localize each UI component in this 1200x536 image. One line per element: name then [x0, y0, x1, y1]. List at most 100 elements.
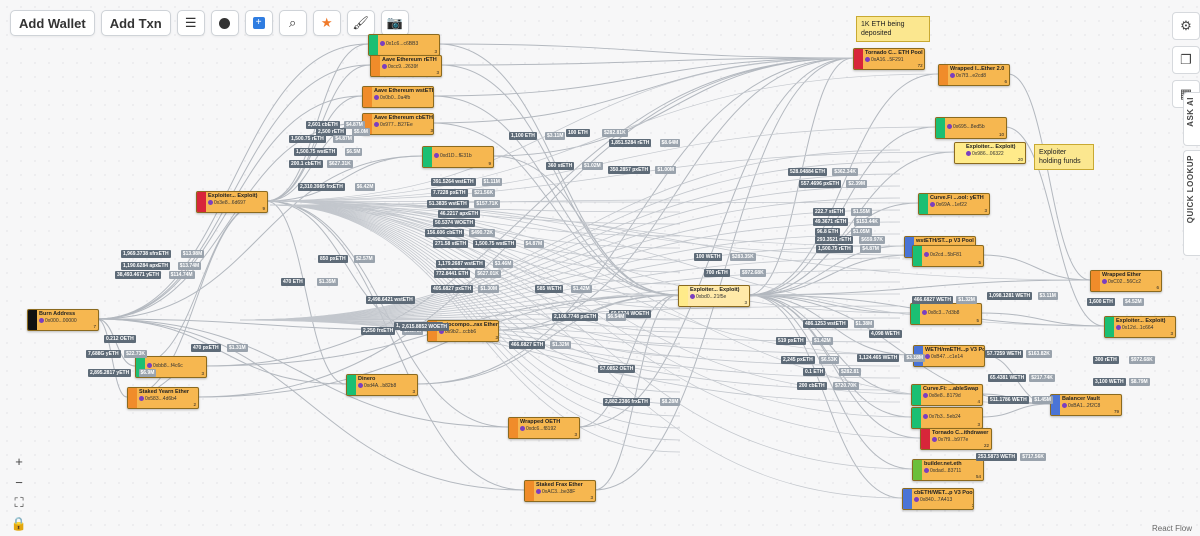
copy-icon[interactable]: ❐	[1172, 46, 1200, 74]
toolbar: Add Wallet Add Txn ☰ + ⌕ ★ 🖌 📷	[10, 10, 409, 36]
edge-value-label: $659.97K	[859, 236, 885, 244]
settings-icon[interactable]: ⚙	[1172, 12, 1200, 40]
camera-icon[interactable]: 📷	[380, 10, 409, 36]
graph-edge	[980, 403, 1051, 418]
edge-amount-label: 0.212 OETH	[104, 335, 136, 343]
edge-value-label: $5.0M	[352, 128, 370, 136]
graph-edge	[747, 279, 1091, 296]
lock-icon[interactable]: 🔒	[10, 516, 28, 531]
node-tx-count: 6	[1004, 79, 1007, 84]
add-square-icon[interactable]: +	[244, 10, 273, 36]
search-icon[interactable]: ⌕	[278, 10, 307, 36]
ask-ai-tab[interactable]: ASK AI	[1183, 92, 1200, 146]
node-tx-count: 5	[976, 318, 979, 323]
graph-edge	[239, 281, 901, 321]
edge-value-label: $6.54M	[605, 313, 627, 321]
list-icon[interactable]: ☰	[176, 10, 205, 36]
edge-amount-label: 1,098.1281 WETH	[987, 292, 1033, 300]
graph-edge	[265, 200, 912, 395]
node-address-text: 0x69A...1ef22	[936, 202, 967, 208]
graph-edge	[747, 294, 913, 470]
add-wallet-button[interactable]: Add Wallet	[10, 10, 95, 36]
node-type-strip	[913, 246, 922, 266]
node-title: Tornado C... ETH Pool	[865, 50, 923, 56]
ask-ai-label: ASK AI	[1186, 97, 1195, 127]
node-tx-count: 3	[433, 101, 434, 106]
note-exploiter-holding: Exploiter holding funds	[1034, 144, 1094, 170]
token-dot-icon	[39, 318, 44, 324]
add-txn-button[interactable]: Add Txn	[100, 10, 171, 36]
node-title: WETH/rmETH...p V3 Pool	[925, 347, 985, 353]
edge-amount-label: 700 rETH	[704, 269, 730, 277]
node-address: 0x8e8...8179d	[923, 393, 980, 400]
edge-value-label: $4.52M	[1123, 298, 1144, 306]
edge-amount-label: 1,500.75 wstETH	[473, 240, 517, 248]
edge-amount-label: 49.3671 rETH	[813, 218, 849, 226]
node-tx-count: 3	[436, 70, 439, 75]
edge-value-label: $8.79M	[1129, 378, 1150, 386]
zoom-in-icon[interactable]: +	[15, 453, 23, 469]
node-type-strip	[911, 304, 920, 324]
node-address-text: 0xBA1...2f2C8	[1068, 403, 1101, 409]
edge-amount-label: 2,498.6421 wstETH	[366, 296, 415, 304]
token-dot-icon	[434, 153, 439, 159]
token-dot-icon	[1062, 403, 1067, 409]
node-address: 0x12d...1c664	[1116, 325, 1173, 332]
graph-edge	[239, 233, 901, 321]
note-eth-deposit: 1K ETH being deposited	[856, 16, 930, 42]
node-title: Wrapped Ether	[1102, 272, 1142, 278]
edge-value-label: $1.42M	[571, 285, 592, 293]
node-address-text: 0xdc6...f8192	[526, 426, 557, 432]
edge-value-label: $114.74M	[168, 271, 195, 279]
quick-lookup-tab[interactable]: QUICK LOOKUP	[1183, 150, 1200, 256]
graph-edge	[269, 204, 681, 273]
graph-edge	[265, 200, 911, 314]
circle-icon[interactable]	[210, 10, 239, 36]
zoom-out-icon[interactable]: −	[15, 474, 23, 490]
star-icon[interactable]: ★	[312, 10, 341, 36]
edge-amount-label: 1,100 ETH	[509, 132, 537, 140]
node-address: 0x695...8ed5b	[947, 124, 1004, 131]
brush-icon[interactable]: 🖌	[346, 10, 375, 36]
graph-edge	[239, 269, 901, 321]
edge-value-label: $1.31M	[227, 344, 248, 352]
node-address-text: 0x7b3...5eb24	[929, 414, 961, 420]
graph-edge	[265, 200, 1051, 405]
edge-amount-label: 1,500.75 rETH	[816, 245, 853, 253]
edge-amount-label: 2,882.2386 frxETH	[603, 398, 650, 406]
fit-view-icon[interactable]: ⛶	[14, 495, 24, 510]
